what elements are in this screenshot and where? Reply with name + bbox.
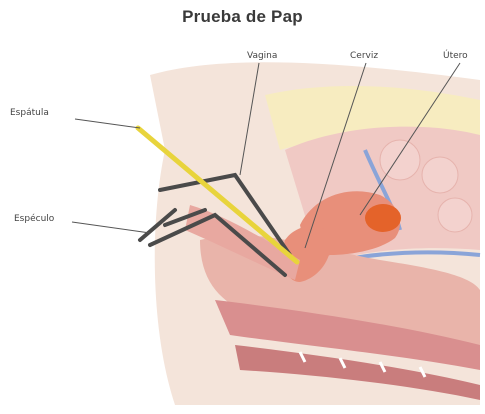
label-vagina: Vagina — [247, 51, 277, 61]
label-spatula: Espátula — [10, 108, 49, 118]
label-cervix: Cerviz — [350, 51, 378, 61]
uterus-cavity — [365, 204, 401, 232]
label-speculum: Espéculo — [14, 214, 54, 224]
label-uterus: Útero — [443, 51, 468, 61]
